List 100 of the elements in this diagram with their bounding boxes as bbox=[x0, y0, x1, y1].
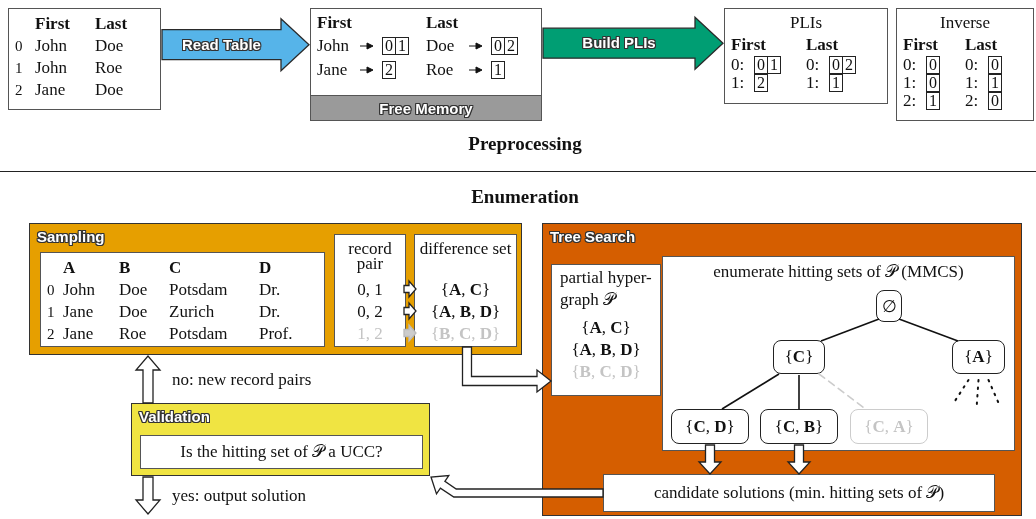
record-id-box: 0 bbox=[754, 56, 768, 74]
row-key: John bbox=[317, 37, 357, 55]
difference-set: {A, B, D} bbox=[429, 301, 502, 323]
record-id-box: 1 bbox=[926, 92, 940, 110]
row-key: Jane bbox=[317, 61, 357, 79]
tree-node bbox=[760, 409, 838, 444]
column-header: C bbox=[169, 258, 183, 278]
record-id-box: 0 bbox=[491, 37, 505, 55]
panel-title: Tree Search bbox=[550, 228, 636, 245]
row-key: 1: bbox=[731, 74, 751, 92]
table-value: Jane bbox=[35, 80, 67, 100]
arrow bbox=[134, 476, 162, 515]
table-value: Potsdam bbox=[169, 280, 229, 300]
row-key: 0: bbox=[903, 56, 923, 74]
record-pair: 0, 1 bbox=[356, 279, 384, 301]
row-key: 1: bbox=[903, 74, 923, 92]
record-id-box: 0 bbox=[926, 74, 940, 92]
hyperedge: {A, C} bbox=[580, 317, 632, 339]
column-header: B bbox=[119, 258, 132, 278]
sampling-panel bbox=[29, 223, 522, 355]
record-pair-box bbox=[334, 234, 406, 347]
question-box bbox=[140, 435, 423, 469]
tree-search-panel bbox=[542, 223, 1022, 516]
tree-edge bbox=[820, 318, 880, 342]
column-header: Last bbox=[426, 12, 460, 34]
column-header: First bbox=[35, 14, 71, 34]
set-label: {C, A} bbox=[864, 416, 914, 437]
panel-title: Sampling bbox=[37, 228, 105, 245]
tree-node bbox=[876, 290, 902, 322]
tree-node bbox=[671, 409, 749, 444]
set-label: {C, D} bbox=[685, 416, 735, 437]
section-heading: Preprocessing bbox=[467, 133, 583, 155]
column-header: First bbox=[903, 34, 939, 56]
set-label: {A} bbox=[964, 347, 993, 367]
row-key: 2: bbox=[965, 92, 985, 110]
row-key: 1: bbox=[806, 74, 826, 92]
box-label: candidate solutions (min. hitting sets of 𝒫) bbox=[653, 483, 945, 503]
tree-edge bbox=[818, 373, 867, 410]
record-id-box: 1 bbox=[829, 74, 843, 92]
record-id-box: 1 bbox=[988, 74, 1002, 92]
record-id-box: 0 bbox=[382, 37, 396, 55]
difference-set: {B, C, D} bbox=[429, 323, 502, 345]
arrow bbox=[403, 279, 417, 299]
arrow bbox=[403, 301, 417, 321]
row-key: Roe bbox=[426, 61, 466, 79]
arrow bbox=[430, 474, 604, 498]
table-value: Roe bbox=[119, 324, 148, 344]
arrow bbox=[134, 355, 162, 404]
record-id-box: 2 bbox=[754, 74, 768, 92]
box-heading: partial hyper-graph 𝒫 bbox=[559, 267, 653, 311]
table-value: Dr. bbox=[259, 280, 282, 300]
record-id-box: 0 bbox=[829, 56, 843, 74]
table-value: John bbox=[35, 36, 69, 56]
table-value: Prof. bbox=[259, 324, 294, 344]
row-key: 1: bbox=[965, 74, 985, 92]
tree-edge bbox=[721, 373, 780, 410]
hypergraph-box bbox=[551, 264, 661, 396]
column-header: record pair bbox=[347, 238, 393, 275]
row-number: 0 bbox=[47, 281, 56, 299]
box-label: Is the hitting set of 𝒫 a UCC? bbox=[180, 442, 383, 462]
arrow bbox=[403, 323, 417, 343]
pli-box bbox=[724, 8, 888, 104]
arrow bbox=[542, 15, 724, 71]
row-number: 2 bbox=[15, 81, 24, 99]
record-id-box: 0 bbox=[988, 92, 1002, 110]
table-box bbox=[8, 8, 161, 110]
inverse-box bbox=[896, 8, 1034, 121]
box-title: Inverse bbox=[939, 12, 991, 34]
column-header: First bbox=[317, 12, 353, 34]
box-label: Free Memory bbox=[379, 99, 473, 117]
box-heading: enumerate hitting sets of 𝒫 (MMCS) bbox=[712, 261, 965, 283]
table-value: Roe bbox=[95, 58, 124, 78]
column-header: First bbox=[731, 34, 767, 56]
record-id-box: 2 bbox=[382, 61, 396, 79]
table-value: Zurich bbox=[169, 302, 216, 322]
table-value: Doe bbox=[119, 280, 149, 300]
set-label: ∅ bbox=[881, 295, 897, 317]
row-key: 0: bbox=[731, 56, 751, 74]
record-id-box: 2 bbox=[504, 37, 518, 55]
column-header: difference set bbox=[418, 238, 513, 260]
row-number: 0 bbox=[15, 37, 24, 55]
row-key: 2: bbox=[903, 92, 923, 110]
validation-panel bbox=[131, 403, 430, 476]
tree-panel bbox=[662, 256, 1015, 451]
row-number: 1 bbox=[47, 303, 56, 321]
table-value: Jane bbox=[63, 324, 95, 344]
table-value: Doe bbox=[95, 80, 125, 100]
tree-edge bbox=[798, 374, 800, 410]
edge-label: Build PLIs bbox=[581, 33, 657, 54]
record-id-box: 0 bbox=[988, 56, 1002, 74]
difference-set: {A, C} bbox=[439, 279, 492, 301]
row-number: 1 bbox=[15, 59, 24, 77]
record-id-box: 0 bbox=[926, 56, 940, 74]
column-header: Last bbox=[965, 34, 999, 56]
arrow bbox=[161, 17, 310, 73]
table-value: John bbox=[63, 280, 97, 300]
record-pair: 1, 2 bbox=[356, 323, 384, 345]
tree-node bbox=[952, 340, 1005, 374]
hyperedge: {A, B, D} bbox=[570, 339, 642, 361]
column-header: A bbox=[63, 258, 77, 278]
